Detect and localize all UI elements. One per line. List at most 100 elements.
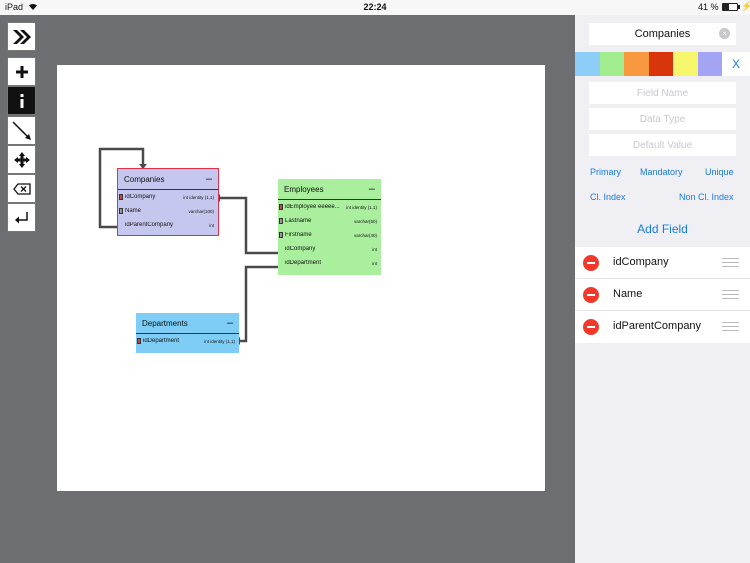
color-swatch-purple[interactable] — [697, 52, 722, 76]
table-name-value: Companies — [634, 28, 691, 40]
list-item[interactable]: idParentCompany — [575, 311, 750, 343]
field-name: idParentCompany — [125, 222, 174, 228]
field-label: Name — [613, 288, 643, 300]
status-bar: iPad 22:24 41 % ⚡ — [0, 0, 750, 15]
field-list: idCompany Name idParentCompany — [575, 247, 750, 343]
table-row[interactable]: idCompany int identity (1,1) — [118, 190, 218, 204]
field-name: idEmployee eeeee... — [285, 204, 340, 210]
clear-icon[interactable]: × — [719, 28, 730, 39]
table-row[interactable]: idDepartment int — [278, 256, 381, 270]
diagram-canvas[interactable]: Companies – idCompany int identity (1,1)… — [57, 65, 545, 491]
relation-employee-company-line — [219, 196, 278, 255]
data-type-input[interactable]: Data Type — [589, 108, 736, 130]
table-row[interactable]: idParentCompany int — [118, 218, 218, 232]
backspace-icon[interactable] — [7, 174, 36, 203]
move-icon[interactable] — [7, 145, 36, 174]
line-icon[interactable] — [7, 116, 36, 145]
reorder-handle-icon[interactable] — [722, 290, 739, 299]
field-type: int — [372, 260, 377, 266]
field-name-input[interactable]: Field Name — [589, 82, 736, 104]
collapse-button[interactable]: – — [205, 173, 212, 185]
relation-employee-department-line — [239, 265, 278, 343]
mandatory-toggle[interactable]: Mandatory — [640, 167, 683, 177]
clock: 22:24 — [363, 2, 387, 12]
table-header[interactable]: Companies – — [118, 169, 218, 190]
field-type: int — [209, 222, 214, 228]
list-item[interactable]: Name — [575, 279, 750, 311]
table-row[interactable]: Name varchar(100) — [118, 204, 218, 218]
field-name: idDepartment — [143, 338, 180, 344]
table-name-input[interactable]: Companies × — [589, 23, 736, 45]
relation-parent-company-line — [98, 147, 145, 229]
table-title: Departments — [142, 318, 188, 328]
field-name: idDepartment — [285, 260, 322, 266]
field-icon — [119, 208, 123, 214]
field-name: Name — [125, 208, 142, 214]
info-icon[interactable] — [7, 86, 36, 115]
charging-icon: ⚡ — [741, 1, 750, 11]
device-name: iPad — [5, 2, 24, 12]
key-icon — [119, 194, 123, 200]
field-type: varchar(50) — [353, 218, 377, 224]
color-picker: X — [575, 52, 750, 76]
list-item[interactable]: idCompany — [575, 247, 750, 279]
table-title: Employees — [284, 184, 324, 194]
field-label: idParentCompany — [613, 320, 702, 332]
table-departments[interactable]: Departments – idDepartment int identity … — [136, 313, 239, 353]
key-icon — [279, 204, 283, 210]
field-type: varchar(100) — [188, 208, 214, 214]
properties-panel: Companies × X Field Name Data Type Defau… — [575, 15, 750, 563]
color-swatch-orange[interactable] — [624, 52, 649, 76]
delete-icon[interactable] — [583, 319, 599, 335]
close-swatches-button[interactable]: X — [722, 52, 750, 76]
field-type: varchar(40) — [353, 232, 377, 238]
default-value-input[interactable]: Default Value — [589, 134, 736, 156]
chevron-right-icon[interactable] — [7, 22, 36, 51]
cl-index-toggle[interactable]: Cl. Index — [590, 192, 626, 202]
color-swatch-green[interactable] — [599, 52, 624, 76]
field-type: int identity (1,1) — [183, 194, 214, 200]
relationship-lines — [98, 147, 278, 345]
battery-percent: 41 % — [698, 2, 719, 12]
field-name: idCompany — [285, 246, 316, 252]
collapse-button[interactable]: – — [368, 183, 375, 195]
wifi-icon — [28, 2, 38, 13]
table-row[interactable]: Lastname varchar(50) — [278, 214, 381, 228]
table-row[interactable]: Firstname varchar(40) — [278, 228, 381, 242]
unique-toggle[interactable]: Unique — [705, 167, 734, 177]
delete-icon[interactable] — [583, 255, 599, 271]
delete-icon[interactable] — [583, 287, 599, 303]
battery-nub — [738, 5, 740, 9]
table-row[interactable]: idDepartment int identity (1,1) — [136, 334, 239, 348]
non-cl-index-toggle[interactable]: Non Cl. Index — [679, 192, 734, 202]
reorder-handle-icon[interactable] — [722, 258, 739, 267]
primary-toggle[interactable]: Primary — [590, 167, 621, 177]
field-icon — [279, 232, 283, 238]
field-type: int identity (1,1) — [346, 204, 377, 210]
color-swatch-red[interactable] — [648, 52, 673, 76]
collapse-button[interactable]: – — [226, 317, 233, 329]
table-header[interactable]: Employees – — [278, 179, 381, 200]
field-type: int identity (1,1) — [204, 338, 235, 344]
relation-arrow — [139, 164, 147, 169]
field-icon — [279, 218, 283, 224]
field-name: Firstname — [285, 232, 312, 238]
color-swatch-yellow[interactable] — [673, 52, 698, 76]
field-type: int — [372, 246, 377, 252]
key-icon — [137, 338, 141, 344]
return-icon[interactable] — [7, 203, 36, 232]
color-swatch-blue[interactable] — [575, 52, 600, 76]
table-companies[interactable]: Companies – idCompany int identity (1,1)… — [117, 168, 219, 236]
field-name: idCompany — [125, 194, 156, 200]
table-employees[interactable]: Employees – idEmployee eeeee... int iden… — [278, 179, 381, 275]
add-field-button[interactable]: Add Field — [637, 222, 688, 236]
table-row[interactable]: idEmployee eeeee... int identity (1,1) — [278, 200, 381, 214]
field-name: Lastname — [285, 218, 312, 224]
reorder-handle-icon[interactable] — [722, 322, 739, 331]
table-title: Companies — [124, 174, 165, 184]
field-label: idCompany — [613, 256, 669, 268]
table-header[interactable]: Departments – — [136, 313, 239, 334]
table-row[interactable]: idCompany int — [278, 242, 381, 256]
battery-icon — [722, 3, 738, 11]
plus-icon[interactable] — [7, 57, 36, 86]
